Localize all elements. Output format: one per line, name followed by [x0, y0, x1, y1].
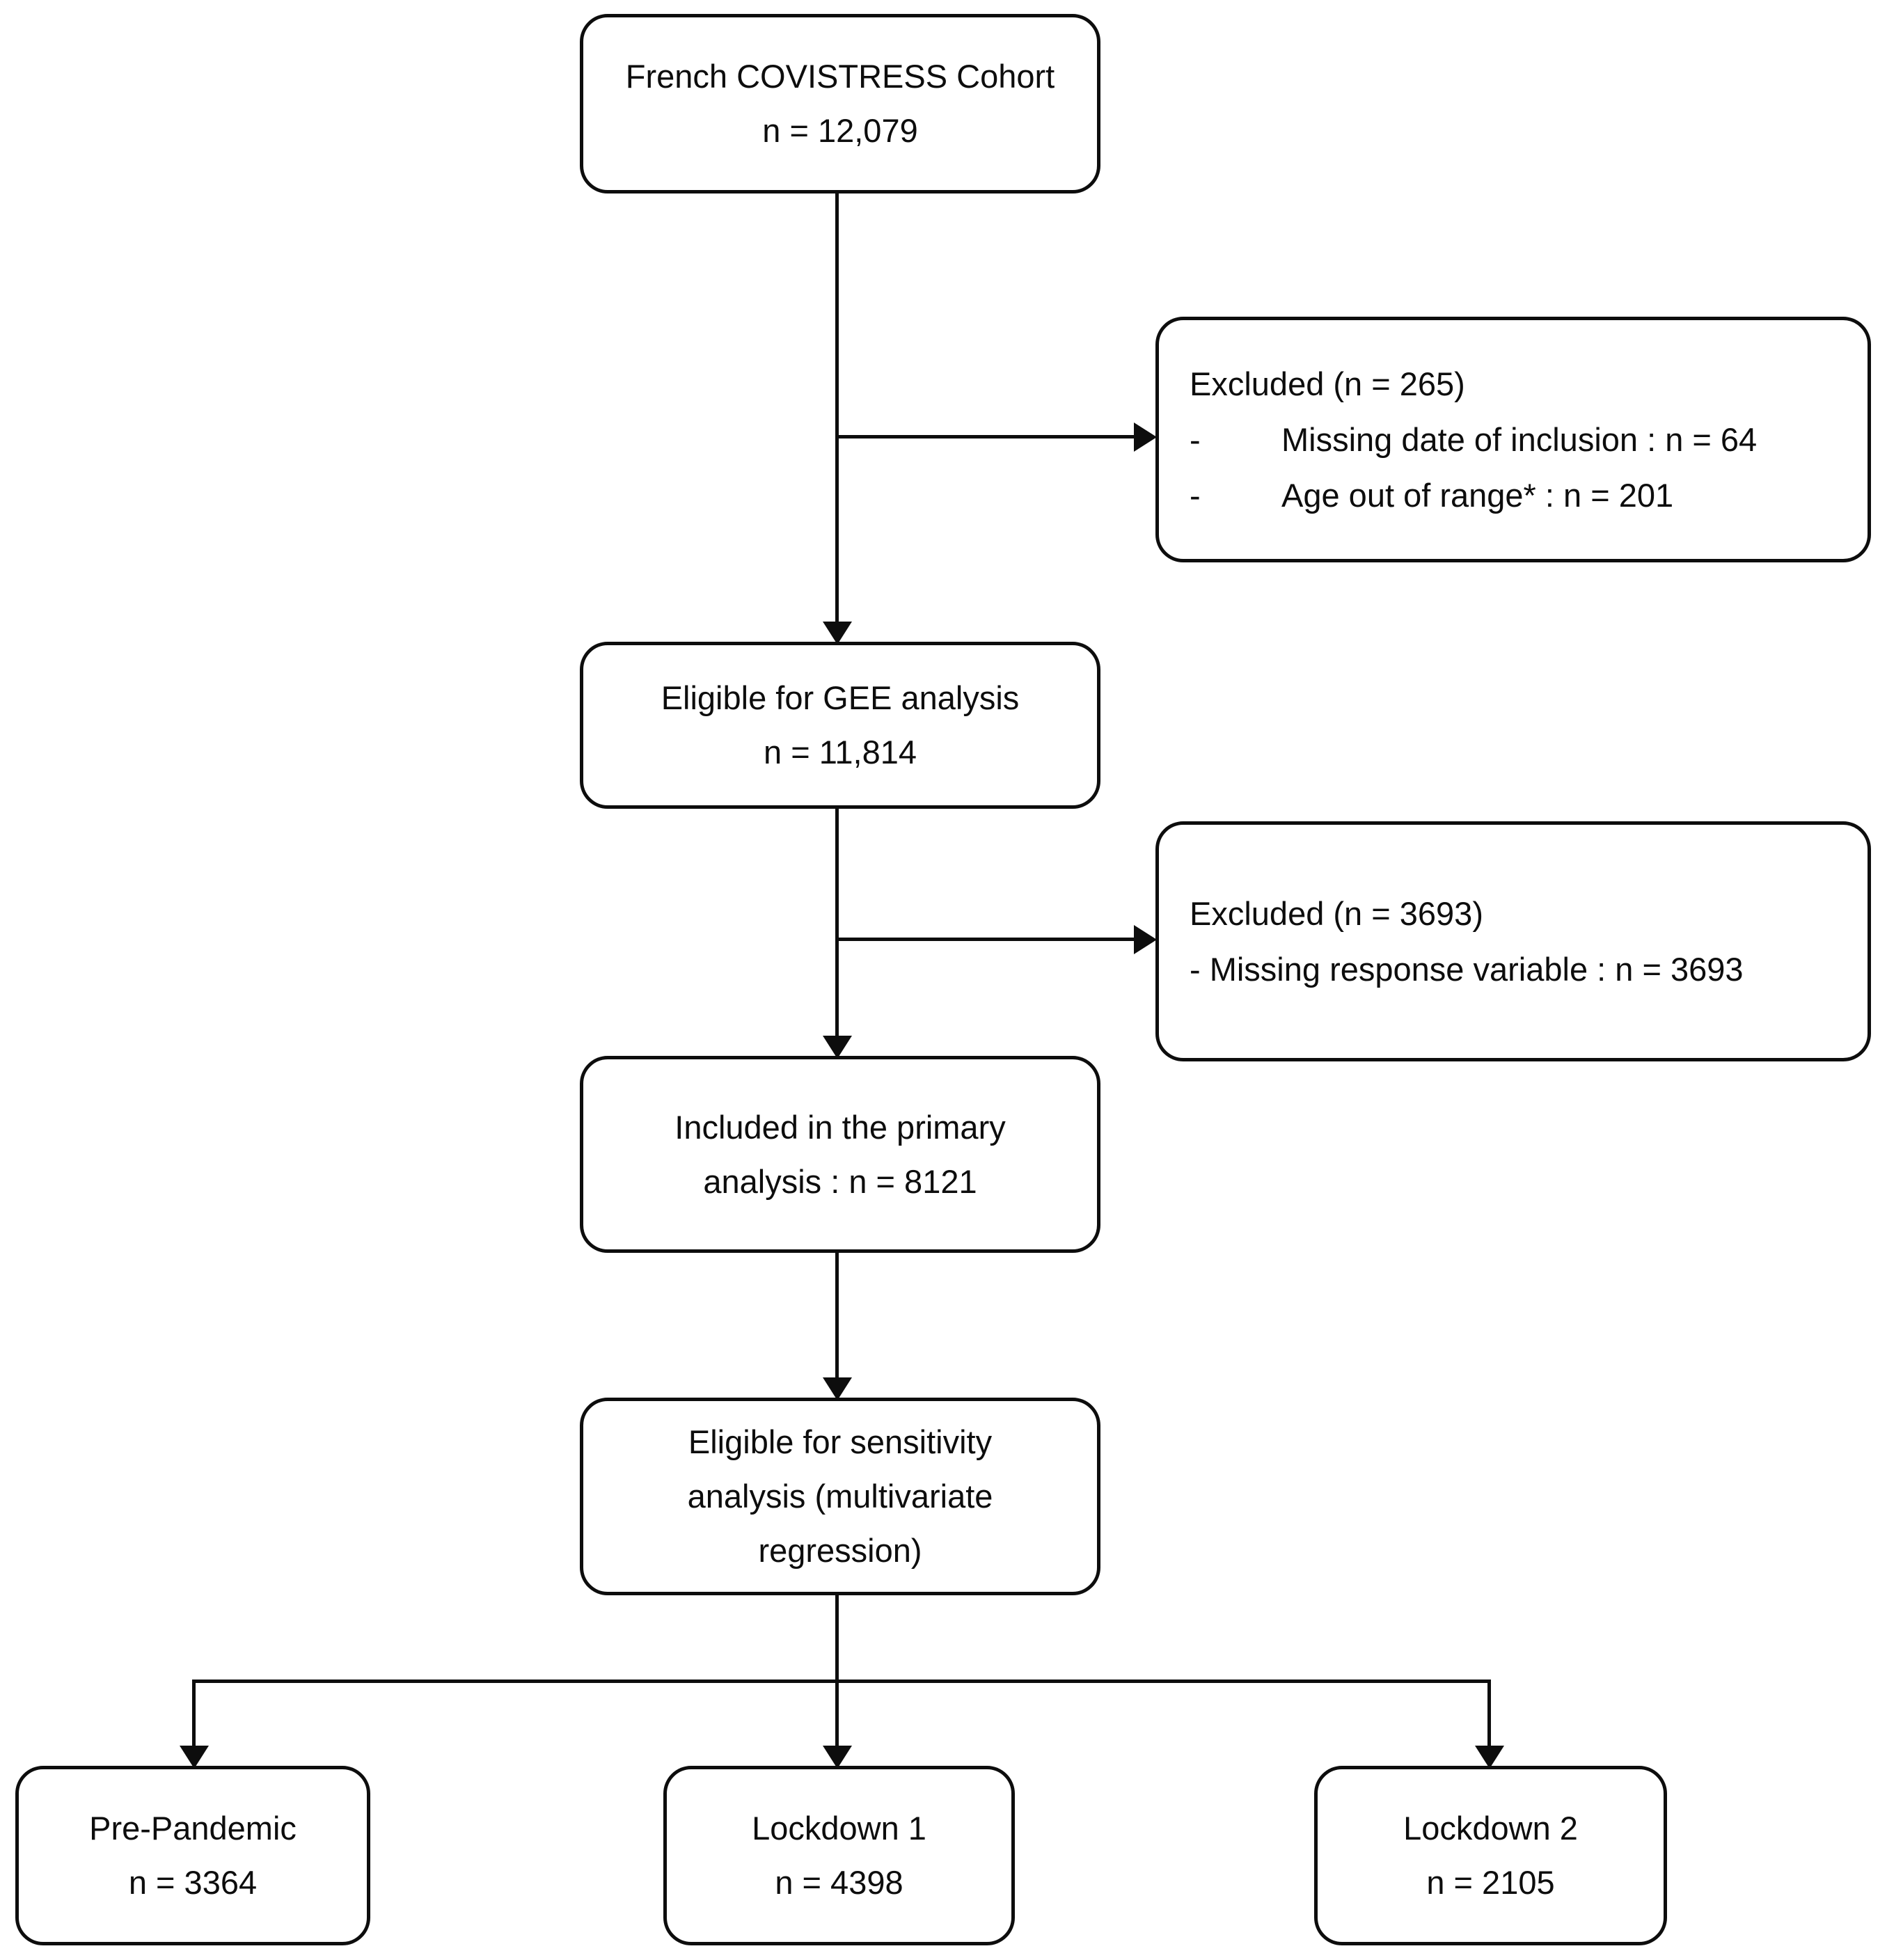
gee-count: n = 11,814: [764, 734, 917, 770]
arrowhead-into-gee-box: [823, 622, 852, 645]
connector-distribution-line: [192, 1680, 1491, 1683]
excluded-1-item: - Missing date of inclusion : n = 64: [1190, 412, 1851, 468]
cohort-box: French COVISTRESS Cohort n = 12,079: [580, 14, 1100, 193]
cohort-count: n = 12,079: [762, 112, 918, 149]
excluded-1-item: - Age out of range* : n = 201: [1190, 468, 1851, 523]
excluded-box-1: Excluded (n = 265) - Missing date of inc…: [1155, 317, 1871, 562]
arrowhead-into-lockdown-2-box: [1475, 1746, 1504, 1769]
pre-pandemic-box: Pre-Pandemic n = 3364: [15, 1766, 370, 1945]
lockdown-2-label: Lockdown 2: [1403, 1810, 1578, 1847]
excluded-1-item-text: Age out of range* : n = 201: [1281, 476, 1674, 514]
gee-title: Eligible for GEE analysis: [661, 679, 1020, 716]
pre-pandemic-count: n = 3364: [128, 1864, 258, 1901]
connector-gee-to-primary: [835, 807, 839, 1037]
lockdown-1-count: n = 4398: [775, 1864, 903, 1901]
sensitivity-box: Eligible for sensitivity analysis (multi…: [580, 1398, 1100, 1595]
arrowhead-into-pre-pandemic-box: [180, 1746, 209, 1769]
excluded-1-content: Excluded (n = 265) - Missing date of inc…: [1159, 356, 1868, 523]
excluded-box-2: Excluded (n = 3693) - Missing response v…: [1155, 821, 1871, 1061]
excluded-2-content: Excluded (n = 3693) - Missing response v…: [1159, 886, 1868, 997]
bullet-dash: -: [1190, 420, 1201, 458]
sensitivity-line-2: analysis (multivariate: [687, 1478, 993, 1515]
pre-pandemic-label: Pre-Pandemic: [89, 1810, 297, 1847]
cohort-title: French COVISTRESS Cohort: [625, 58, 1055, 95]
sensitivity-line-3: regression): [758, 1532, 922, 1569]
arrowhead-into-primary-box: [823, 1036, 852, 1059]
sensitivity-line-1: Eligible for sensitivity: [688, 1423, 993, 1460]
excluded-2-title: Excluded (n = 3693): [1190, 894, 1483, 932]
gee-box: Eligible for GEE analysis n = 11,814: [580, 642, 1100, 809]
connector-branch-excluded-2: [835, 938, 1136, 941]
connector-branch-excluded-1: [835, 435, 1136, 438]
lockdown-1-box: Lockdown 1 n = 4398: [663, 1766, 1015, 1945]
connector-primary-to-sensitivity: [835, 1251, 839, 1380]
connector-cohort-to-gee: [835, 192, 839, 624]
connector-sensitivity-stem: [835, 1594, 839, 1682]
connector-drop-lockdown-1: [835, 1682, 839, 1747]
arrowhead-into-sensitivity-box: [823, 1377, 852, 1400]
primary-box: Included in the primary analysis : n = 8…: [580, 1056, 1100, 1253]
arrowhead-into-lockdown-1-box: [823, 1746, 852, 1769]
primary-line-2: analysis : n = 8121: [703, 1162, 977, 1200]
connector-drop-pre-pandemic: [192, 1680, 196, 1747]
arrowhead-into-excluded-box-2: [1134, 925, 1157, 954]
connector-drop-lockdown-2: [1487, 1680, 1491, 1747]
lockdown-1-label: Lockdown 1: [752, 1810, 926, 1847]
primary-line-1: Included in the primary: [674, 1108, 1006, 1146]
bullet-dash: -: [1190, 476, 1201, 514]
excluded-2-item-text: - Missing response variable : n = 3693: [1190, 950, 1744, 988]
lockdown-2-box: Lockdown 2 n = 2105: [1314, 1766, 1667, 1945]
excluded-1-item-text: Missing date of inclusion : n = 64: [1281, 420, 1758, 458]
excluded-1-title: Excluded (n = 265): [1190, 365, 1465, 402]
lockdown-2-count: n = 2105: [1426, 1864, 1555, 1901]
arrowhead-into-excluded-box-1: [1134, 422, 1157, 452]
